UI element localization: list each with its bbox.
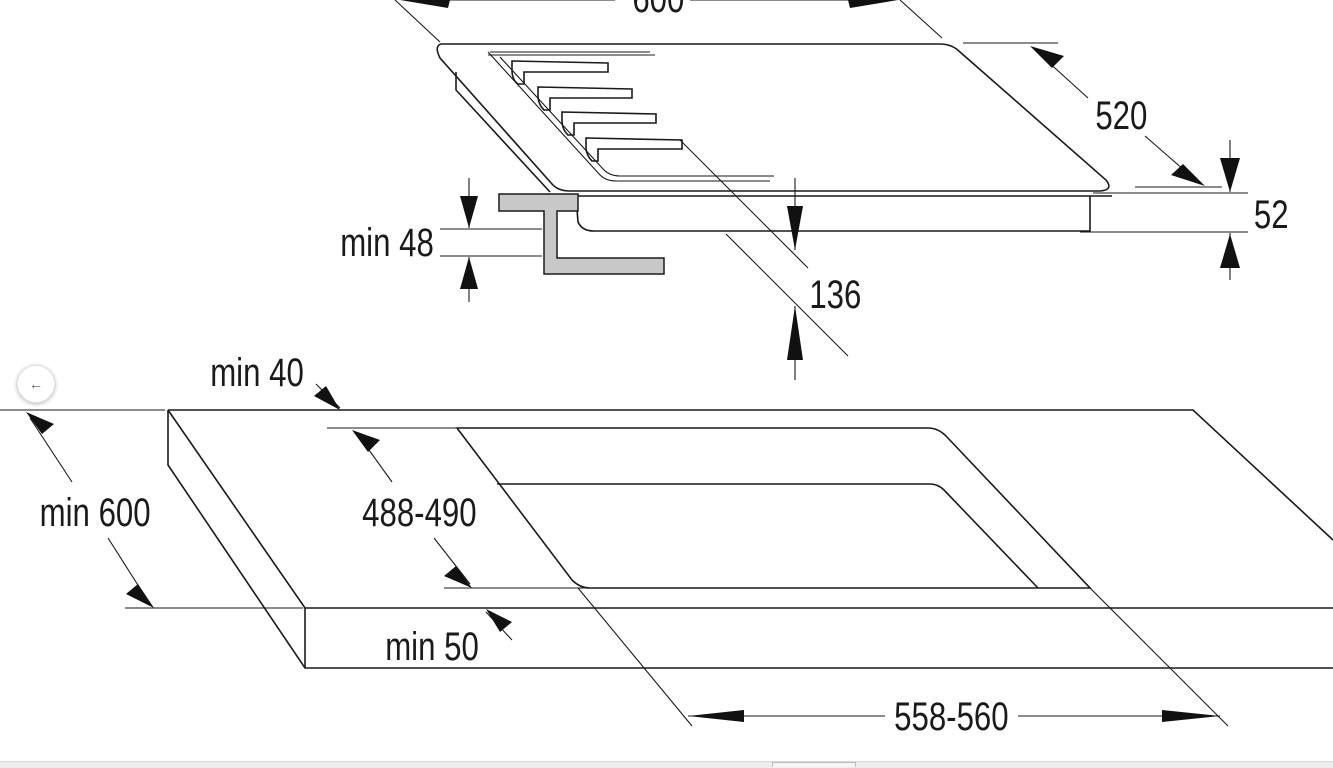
arrow-left-icon: ← xyxy=(29,376,43,392)
mounting-bracket xyxy=(498,193,665,275)
label-cutout-width: 558-560 xyxy=(894,694,1008,739)
scrollbar-thumb[interactable] xyxy=(772,762,856,767)
label-min-50: min 50 xyxy=(385,624,479,669)
worktop xyxy=(167,409,1333,669)
label-depth-520: 520 xyxy=(1095,93,1147,138)
label-width-600: 600 xyxy=(632,0,684,21)
label-min-600: min 600 xyxy=(40,490,151,535)
back-button[interactable]: ← xyxy=(17,365,55,403)
label-cutout-depth: 488-490 xyxy=(362,490,476,535)
horizontal-scrollbar[interactable] xyxy=(0,761,1333,768)
label-min-48: min 48 xyxy=(340,220,434,265)
hob xyxy=(436,43,1112,232)
label-height-52: 52 xyxy=(1254,192,1289,237)
label-min-40: min 40 xyxy=(210,350,304,395)
label-depth-136: 136 xyxy=(809,272,861,317)
dimension-lines xyxy=(0,0,1248,727)
